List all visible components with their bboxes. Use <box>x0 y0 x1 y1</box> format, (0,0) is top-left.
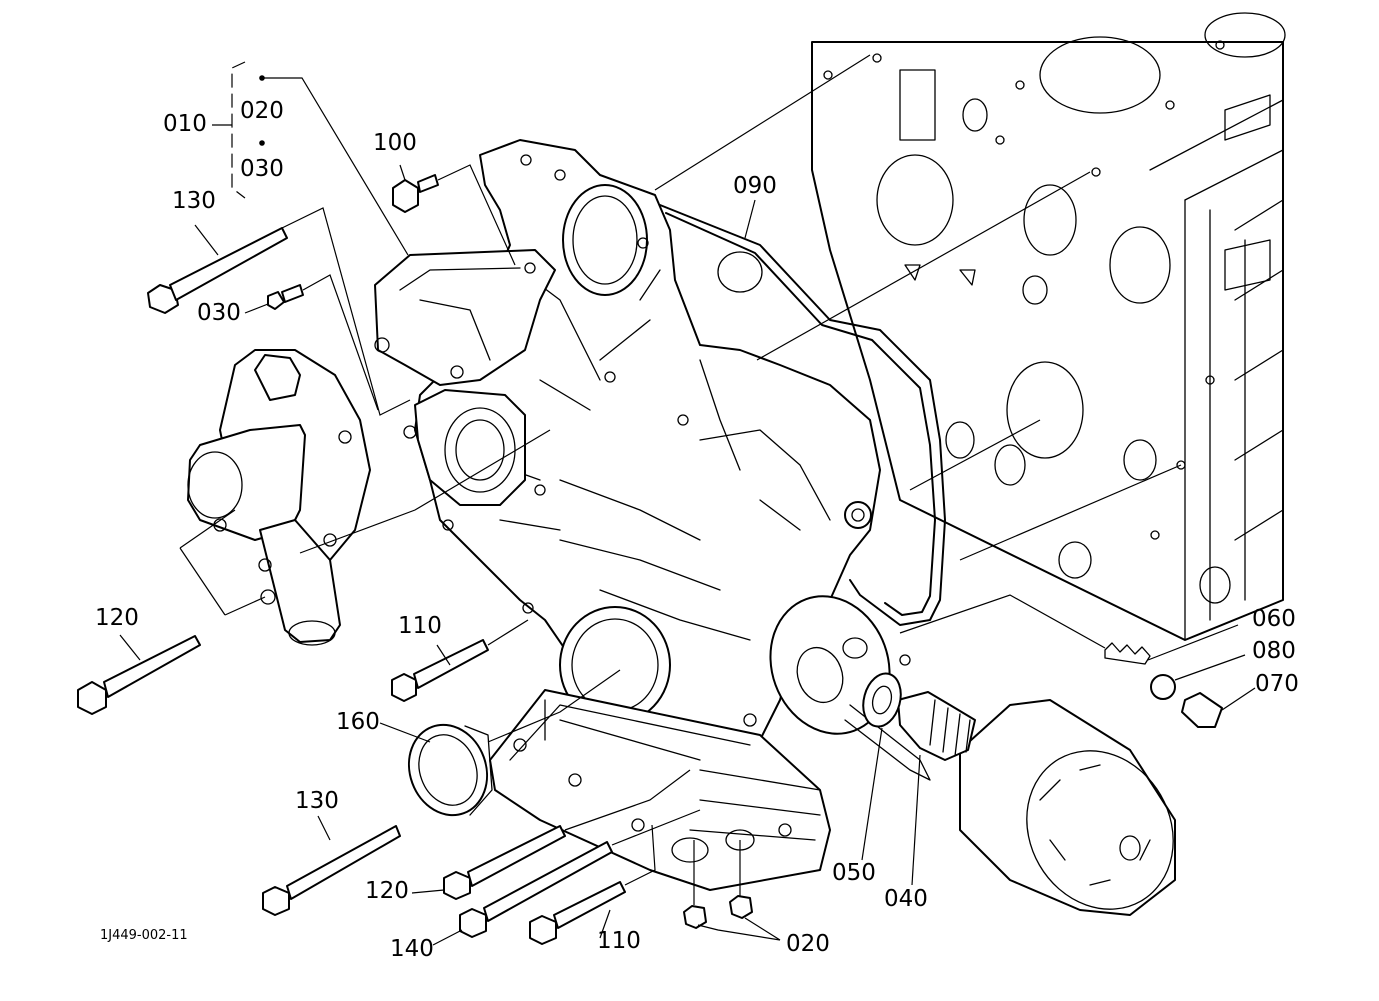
bolt-120-bottom <box>443 825 566 900</box>
bolt-130-top <box>147 227 288 314</box>
oil-seal-160 <box>407 723 493 817</box>
callout-070: 070 <box>1255 671 1299 697</box>
bolt-140 <box>459 841 613 938</box>
callout-020: 020 <box>240 98 284 124</box>
callout-110-mid: 110 <box>398 613 442 639</box>
o-ring-050 <box>862 672 902 728</box>
bolt-120-left <box>77 635 201 715</box>
callout-080: 080 <box>1252 638 1296 664</box>
callout-110-bottom: 110 <box>597 928 641 954</box>
bolt-130-bottom <box>262 825 401 916</box>
callout-010: 010 <box>163 111 207 137</box>
drain-plugs-020 <box>683 895 753 929</box>
callout-030-assembly: 030 <box>240 156 284 182</box>
callout-050: 050 <box>832 860 876 886</box>
oil-filter <box>959 699 1176 916</box>
callout-040: 040 <box>884 886 928 912</box>
callout-140: 140 <box>390 936 434 962</box>
engine-block <box>811 12 1286 641</box>
leader-lines <box>119 54 1256 946</box>
callout-100: 100 <box>373 130 417 156</box>
nipple-040 <box>897 691 976 761</box>
drawing-code: 1J449-002-11 <box>100 928 188 943</box>
pump-cover <box>403 389 526 506</box>
gasket-090 <box>659 204 946 626</box>
bolt-110-mid <box>391 639 489 702</box>
callout-030: 030 <box>197 300 241 326</box>
callout-130-bottom: 130 <box>295 788 339 814</box>
bolt-030 <box>267 284 304 310</box>
callout-020-bottom: 020 <box>786 931 830 957</box>
callout-160: 160 <box>336 709 380 735</box>
callout-120-left: 120 <box>95 605 139 631</box>
water-flange <box>374 249 556 386</box>
bolt-100 <box>392 174 439 213</box>
water-pump <box>187 349 371 646</box>
relief-valve-parts <box>1104 642 1223 728</box>
callout-090: 090 <box>733 173 777 199</box>
bolt-110-bottom <box>529 881 626 945</box>
oil-pan <box>489 689 831 891</box>
callout-120-bottom: 120 <box>365 878 409 904</box>
callout-130-top: 130 <box>172 188 216 214</box>
callout-060: 060 <box>1252 606 1296 632</box>
oil-filter-bracket <box>769 595 931 781</box>
